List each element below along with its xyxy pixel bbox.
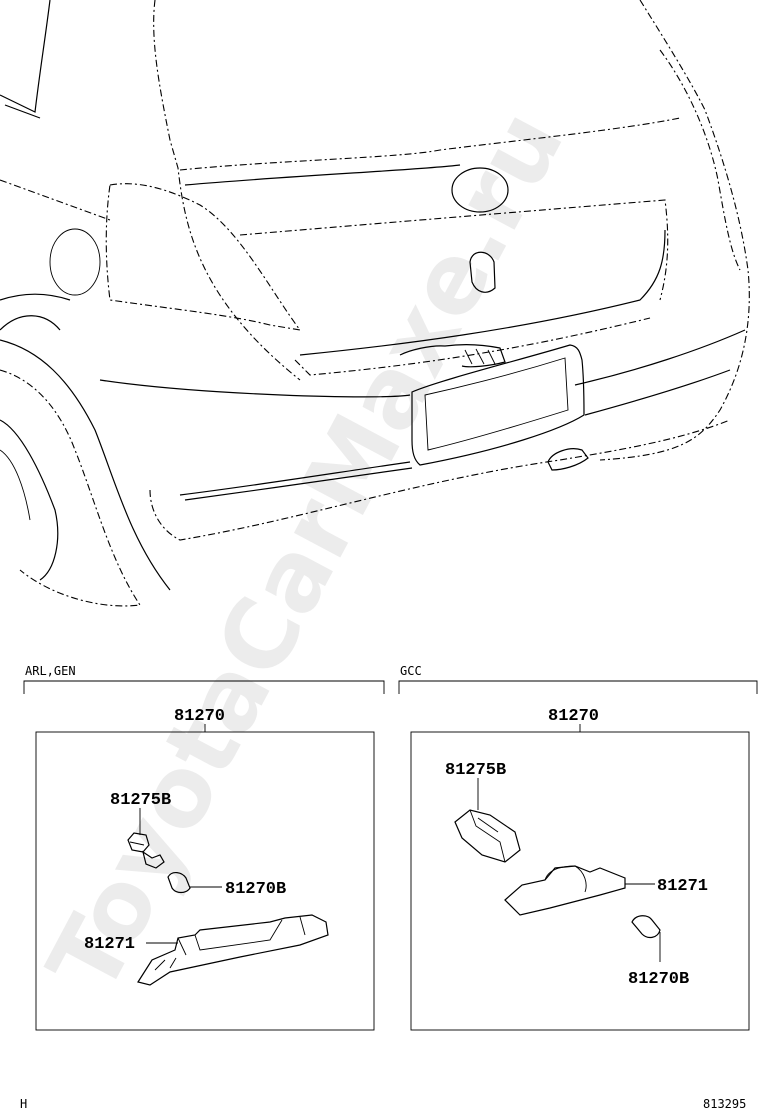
right-bulb-drawing	[631, 915, 661, 939]
right-bulb-label: 81270B	[628, 970, 689, 989]
section-right-header: GCC	[400, 664, 422, 678]
right-socket-label: 81275B	[445, 761, 506, 780]
footer-left-code: H	[20, 1097, 27, 1111]
right-parts-frame	[410, 731, 750, 1031]
left-lens-drawing	[137, 914, 329, 986]
left-assembly-number: 81270	[174, 707, 225, 726]
right-assembly-number: 81270	[548, 707, 599, 726]
right-socket-drawing	[454, 809, 521, 863]
right-lens-label: 81271	[657, 877, 708, 896]
car-rear-illustration	[0, 0, 750, 607]
section-left-header: ARL,GEN	[25, 664, 76, 678]
footer-illustration-number: 813295	[703, 1097, 746, 1111]
watermark: ToyotaCarMaxe.ru	[26, 93, 585, 1011]
right-lens-drawing	[504, 865, 626, 916]
section-right-bracket	[398, 680, 758, 694]
left-socket-drawing	[127, 832, 165, 869]
section-left-bracket	[23, 680, 385, 694]
left-bulb-drawing	[167, 872, 191, 894]
left-bulb-label: 81270B	[225, 880, 286, 899]
left-parts-frame	[35, 731, 375, 1031]
left-socket-label: 81275B	[110, 791, 171, 810]
left-lens-label: 81271	[84, 935, 135, 954]
